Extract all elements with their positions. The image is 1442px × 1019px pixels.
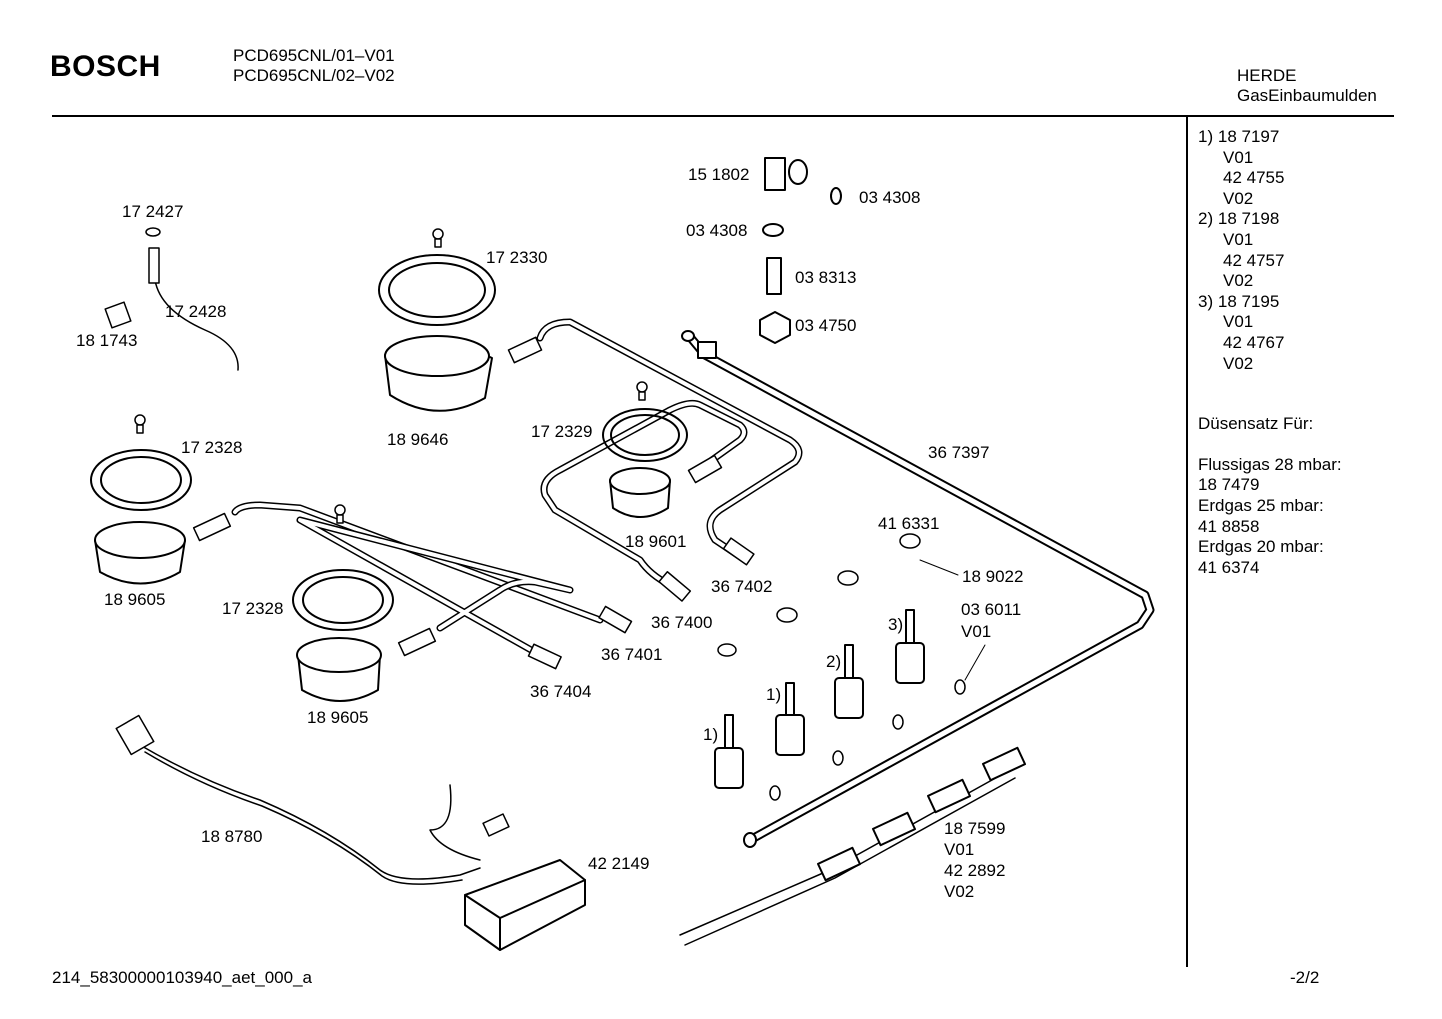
variant-notes: 1) 18 7197 V01 42 4755 V02 2) 18 7198 V0… — [1198, 127, 1342, 374]
part-label: V01 — [961, 622, 991, 641]
variant-line: 42 4767 — [1223, 332, 1285, 352]
nozzle-line: 41 6374 — [1198, 557, 1260, 577]
part-label: 36 7402 — [711, 577, 772, 596]
pipe-fitting — [192, 336, 755, 670]
variant-line: V01 — [1223, 229, 1254, 249]
product-category: HERDE GasEinbaumulden — [1237, 66, 1377, 106]
part-label: 18 9601 — [625, 532, 686, 551]
nozzle-line: Flussigas 28 mbar: — [1198, 454, 1342, 474]
burner-gasket — [90, 254, 688, 631]
elbow-fitting — [764, 157, 786, 191]
part-label: 03 4308 — [686, 221, 747, 240]
screw — [134, 228, 648, 524]
part-label: 03 8313 — [795, 268, 856, 287]
part-label: 03 6011 — [961, 600, 1021, 619]
hex-nut — [759, 311, 791, 344]
part-label: 03 4308 — [859, 188, 920, 207]
part-label: 2) — [826, 652, 841, 671]
model-number: PCD695CNL/02–V02 — [233, 66, 395, 85]
brand-logo: BOSCH — [50, 50, 161, 83]
model-number: PCD695CNL/01–V01 — [233, 46, 395, 65]
part-label: 17 2328 — [222, 599, 283, 618]
part-label: V02 — [944, 882, 974, 901]
nozzle-line: 41 8858 — [1198, 516, 1260, 536]
part-label: 3) — [888, 615, 903, 634]
sealing-ring — [830, 187, 842, 205]
part-label: 18 9646 — [387, 430, 448, 449]
header-divider — [52, 115, 1394, 117]
nozzle-line: Erdgas 20 mbar: — [1198, 537, 1324, 557]
burner-pipe — [296, 516, 574, 659]
variant-line: V01 — [1223, 147, 1254, 167]
part-label: 17 2428 — [165, 302, 226, 321]
part-label: 18 9022 — [962, 567, 1023, 586]
burner-pipe — [231, 501, 604, 624]
part-label: 17 2328 — [181, 438, 242, 457]
part-label: 17 2427 — [122, 202, 183, 221]
wiring-harness — [139, 744, 481, 880]
variant-note: 1) 18 7197 — [1198, 127, 1280, 146]
part-label: 42 2892 — [944, 861, 1005, 880]
parts-sidebar: 1) 18 7197 V01 42 4755 V02 2) 18 7198 V0… — [1198, 127, 1342, 578]
part-label: 42 2149 — [588, 854, 649, 873]
part-label: 1) — [703, 725, 718, 744]
part-label: 18 1743 — [76, 331, 137, 350]
drawing-id: 214_58300000103940_aet_000_a — [52, 968, 312, 987]
variant-line: V02 — [1223, 188, 1254, 208]
nozzle-line: Erdgas 25 mbar: — [1198, 495, 1324, 515]
nozzle-set-title: Düsensatz Für: — [1198, 414, 1314, 434]
page-number: -2/2 — [1290, 968, 1320, 987]
part-label: 03 4750 — [795, 316, 856, 335]
category-line: GasEinbaumulden — [1237, 86, 1377, 105]
variant-note: 2) 18 7198 — [1198, 209, 1280, 229]
part-label: 18 8780 — [201, 827, 262, 846]
part-label: V01 — [944, 840, 974, 859]
part-label: 17 2329 — [531, 422, 592, 441]
variant-line: V01 — [1223, 312, 1254, 332]
variant-line: 42 4755 — [1223, 168, 1285, 188]
sealing-ring — [762, 223, 784, 237]
variant-note: 3) 18 7195 — [1198, 291, 1280, 311]
gas-valve — [714, 609, 925, 789]
variant-line: V02 — [1223, 353, 1254, 373]
valve-seal — [717, 533, 966, 801]
burner-cup — [94, 335, 671, 702]
sidebar-divider — [1186, 117, 1188, 967]
part-label: 36 7400 — [651, 613, 712, 632]
part-label: 18 9605 — [307, 708, 368, 727]
part-label: 15 1802 — [688, 165, 749, 184]
part-label: 18 9605 — [104, 590, 165, 609]
part-label: 36 7404 — [530, 682, 591, 701]
part-label: 36 7401 — [601, 645, 662, 664]
part-label: 41 6331 — [878, 514, 939, 533]
part-label: 1) — [766, 685, 781, 704]
part-label: 36 7397 — [928, 443, 989, 462]
ignition-unit — [464, 859, 586, 951]
part-label: 18 7599 — [944, 819, 1005, 838]
connector-nipple — [766, 257, 782, 295]
part-label: 17 2330 — [486, 248, 547, 267]
thermocouple — [154, 279, 239, 371]
nozzle-line: 18 7479 — [1198, 475, 1260, 495]
variant-line: V02 — [1223, 271, 1254, 291]
variant-line: 42 4757 — [1223, 250, 1285, 270]
ignition-switch — [816, 746, 1027, 882]
category-line: HERDE — [1237, 66, 1297, 85]
model-numbers: PCD695CNL/01–V01 PCD695CNL/02–V02 — [233, 46, 395, 86]
